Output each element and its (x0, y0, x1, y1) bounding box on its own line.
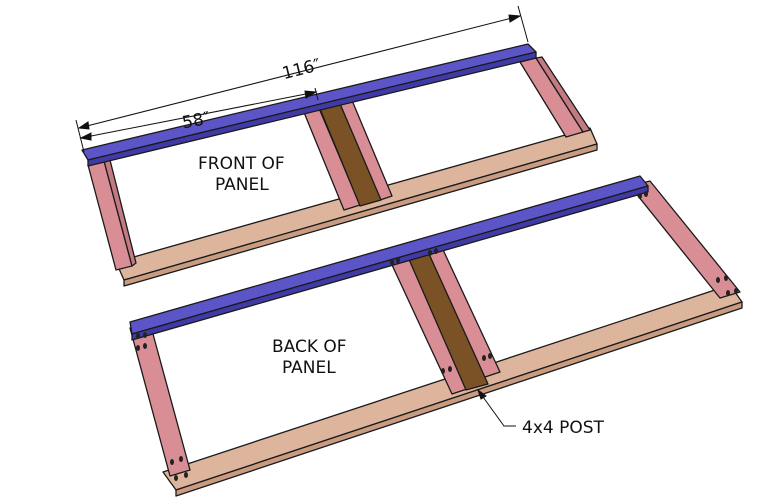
back-bottom-plate-side (175, 301, 743, 497)
front-bottom-plate-side (123, 143, 598, 287)
front-label-line1: FRONT OF (198, 154, 285, 174)
dimension-lines (75, 5, 529, 427)
back-right-stud (629, 180, 741, 299)
screw-holes (136, 191, 738, 481)
front-top-rail-side (87, 51, 537, 167)
front-right-stud-face (535, 56, 591, 133)
front-panel (81, 43, 598, 287)
back-panel (129, 175, 743, 497)
front-label-line2: PANEL (215, 175, 269, 195)
dimension-overall: 116″ (280, 55, 322, 84)
post-label: 4x4 POST (522, 418, 605, 438)
back-top-rail-side (131, 185, 649, 341)
back-label-line1: BACK OF (272, 337, 347, 357)
front-right-stud (519, 57, 584, 138)
back-label-line2: PANEL (282, 358, 336, 378)
